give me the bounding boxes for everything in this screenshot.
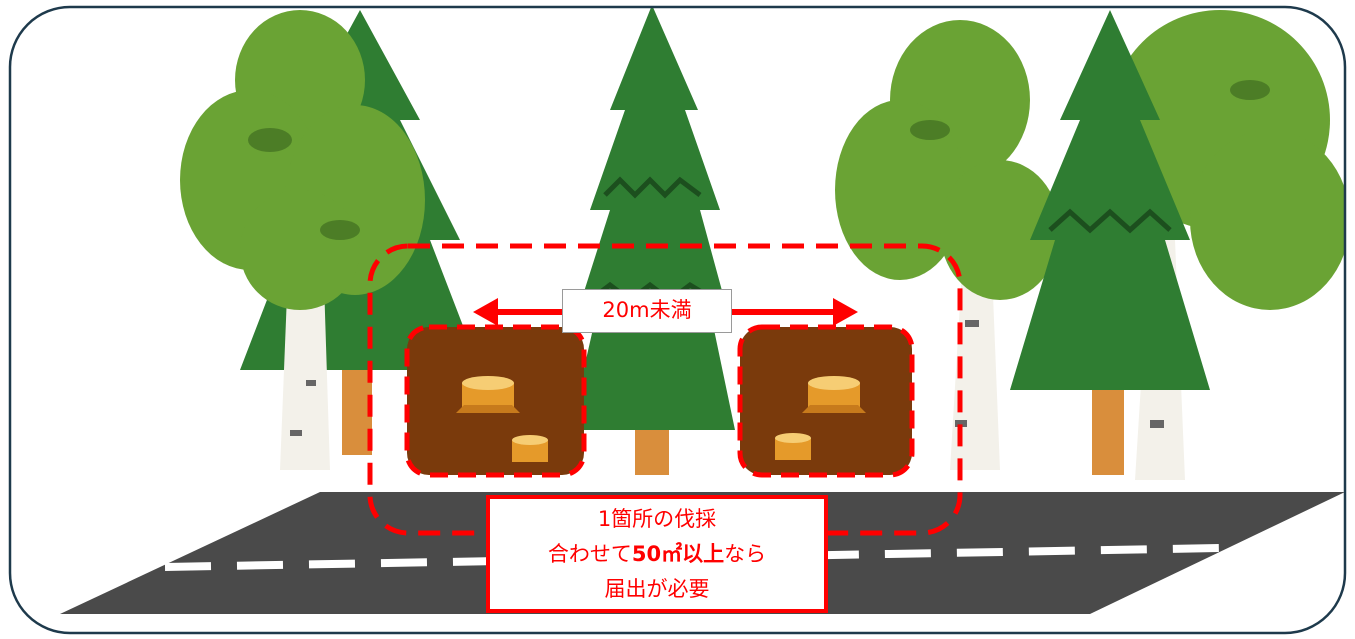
note-line-1: 1箇所の伐採 <box>597 507 717 531</box>
birch-tree-icon <box>180 10 425 470</box>
tree-stump-icon <box>456 376 520 413</box>
tree-stump-icon <box>512 435 548 462</box>
tree-stump-icon <box>775 433 811 460</box>
cleared-plot-right <box>737 324 915 478</box>
fir-tree-icon <box>570 7 735 475</box>
cleared-plot-left <box>404 324 587 478</box>
distance-text: 20m未満 <box>602 298 692 322</box>
note-area-threshold: 50㎡以上 <box>631 542 725 566</box>
tree-stump-icon <box>802 376 866 413</box>
note-line-3: 届出が必要 <box>604 577 710 601</box>
note-line-2-prefix: 合わせて <box>547 542 632 566</box>
frame <box>8 5 1347 635</box>
fir-tree-icon <box>1010 10 1210 475</box>
birch-tree-icon <box>835 20 1060 470</box>
note-line-2: 合わせて50㎡以上なら <box>490 537 824 572</box>
distance-label: 20m未満 <box>562 289 732 333</box>
requirement-note: 1箇所の伐採 合わせて50㎡以上なら 届出が必要 <box>486 495 828 613</box>
note-line-2-suffix: なら <box>724 542 767 566</box>
